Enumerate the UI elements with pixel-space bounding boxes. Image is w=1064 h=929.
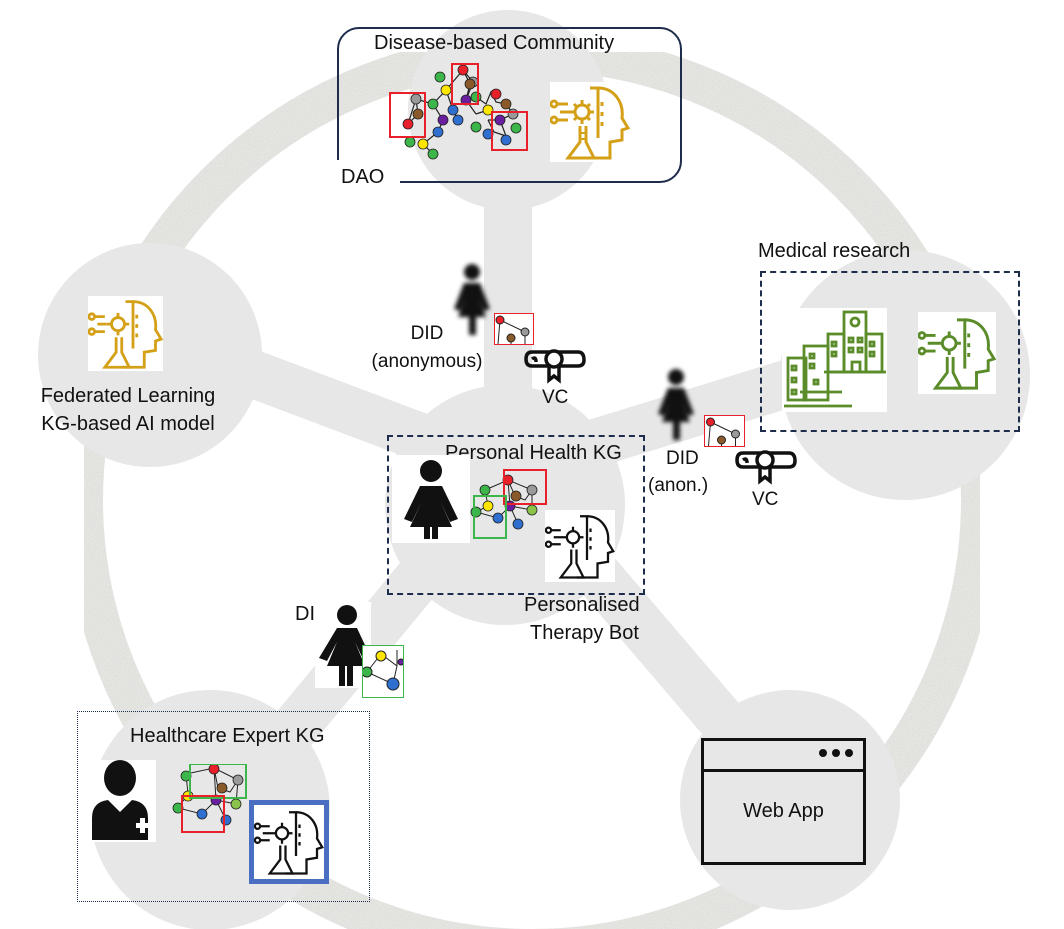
dao-label: DAO: [341, 166, 385, 188]
federated-label-line1: Federated Learning: [40, 385, 216, 407]
web-app-window: [701, 738, 866, 865]
research-ai-head-icon: [918, 312, 996, 394]
expert-ai-head-icon: [249, 800, 329, 884]
community-knowledge-graph-icon: [388, 62, 548, 162]
more-dots-icon: [814, 749, 853, 757]
community-vc-label: VC: [542, 387, 569, 408]
research-vc-certificate-icon: [733, 447, 797, 487]
federated-ai-head-icon: [88, 296, 163, 371]
community-did-label: DID: [410, 323, 444, 344]
research-did-label: DID: [666, 448, 699, 469]
community-did-qualifier: (anonymous): [371, 351, 483, 372]
community-title: Disease-based Community: [374, 32, 615, 54]
anonymous-person-icon: [452, 263, 492, 337]
research-title: Medical research: [758, 240, 911, 262]
community-kg-fragment-icon: [494, 313, 534, 345]
research-vc-label: VC: [752, 489, 779, 510]
hub-ai-head-icon: [545, 510, 615, 582]
community-vc-certificate-icon: [522, 346, 586, 386]
hub-title: Personal Health KG: [445, 442, 622, 464]
expert-link-person-icon: [315, 602, 371, 688]
web-app-title-bar: [704, 741, 863, 772]
hub-knowledge-graph-icon: [470, 468, 550, 540]
therapy-bot-label-line2: Therapy Bot: [530, 622, 639, 644]
expert-frame: [77, 711, 370, 902]
expert-knowledge-graph-icon: [170, 764, 250, 836]
expert-link-kg-fragment-icon: [362, 645, 404, 698]
expert-title: Healthcare Expert KG: [130, 725, 325, 747]
node-webapp: [680, 690, 900, 910]
anon-person-icon: [656, 368, 696, 442]
therapy-bot-label-line1: Personalised: [524, 594, 640, 616]
dao-label-mask: [330, 160, 400, 190]
community-ai-head-icon: [550, 82, 630, 162]
research-frame: [760, 271, 1020, 432]
research-kg-fragment-icon: [704, 415, 745, 447]
federated-label-line2: KG-based AI model: [41, 413, 215, 435]
web-app-label: Web App: [743, 800, 824, 822]
community-frame: [337, 27, 682, 183]
hub-person-icon: [392, 455, 470, 543]
research-did-qualifier: (anon.): [648, 475, 709, 496]
doctor-icon: [86, 760, 156, 842]
hub-frame: [387, 435, 645, 595]
hospital-icon: [782, 308, 887, 412]
